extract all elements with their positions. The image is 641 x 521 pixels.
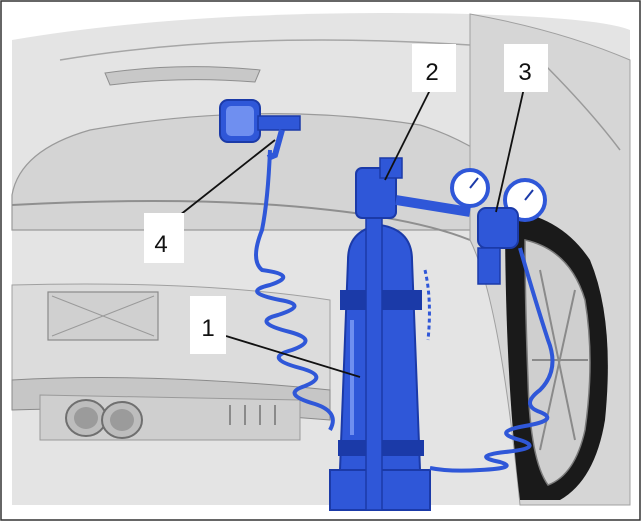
leader-line-1: [225, 335, 361, 378]
callout-4: 4: [144, 213, 184, 263]
safety-chain: [423, 269, 431, 341]
callout-label-3: 3: [518, 59, 531, 86]
nitrogen-filling-device: [219, 99, 555, 511]
cylinder-valve: [355, 157, 471, 219]
leader-lines: [179, 87, 525, 378]
trolley-pole: [365, 179, 383, 511]
coiled-hose-right: [429, 247, 555, 473]
exhaust-tips: [65, 399, 143, 439]
callout-3: 3: [504, 44, 548, 92]
leader-line-2: [384, 87, 432, 181]
callout-label-2: 2: [425, 59, 438, 86]
coiled-hose-left: [254, 149, 335, 431]
leader-line-3: [495, 87, 525, 213]
callout-label-4: 4: [154, 231, 167, 258]
leader-line-4: [179, 139, 276, 216]
callout-label-1: 1: [201, 315, 214, 342]
filler-adapter: [219, 99, 301, 161]
callout-2: 2: [412, 44, 456, 92]
pressure-regulator: [450, 168, 547, 285]
diffuser-fins: [229, 405, 276, 425]
callout-1: 1: [190, 296, 226, 354]
